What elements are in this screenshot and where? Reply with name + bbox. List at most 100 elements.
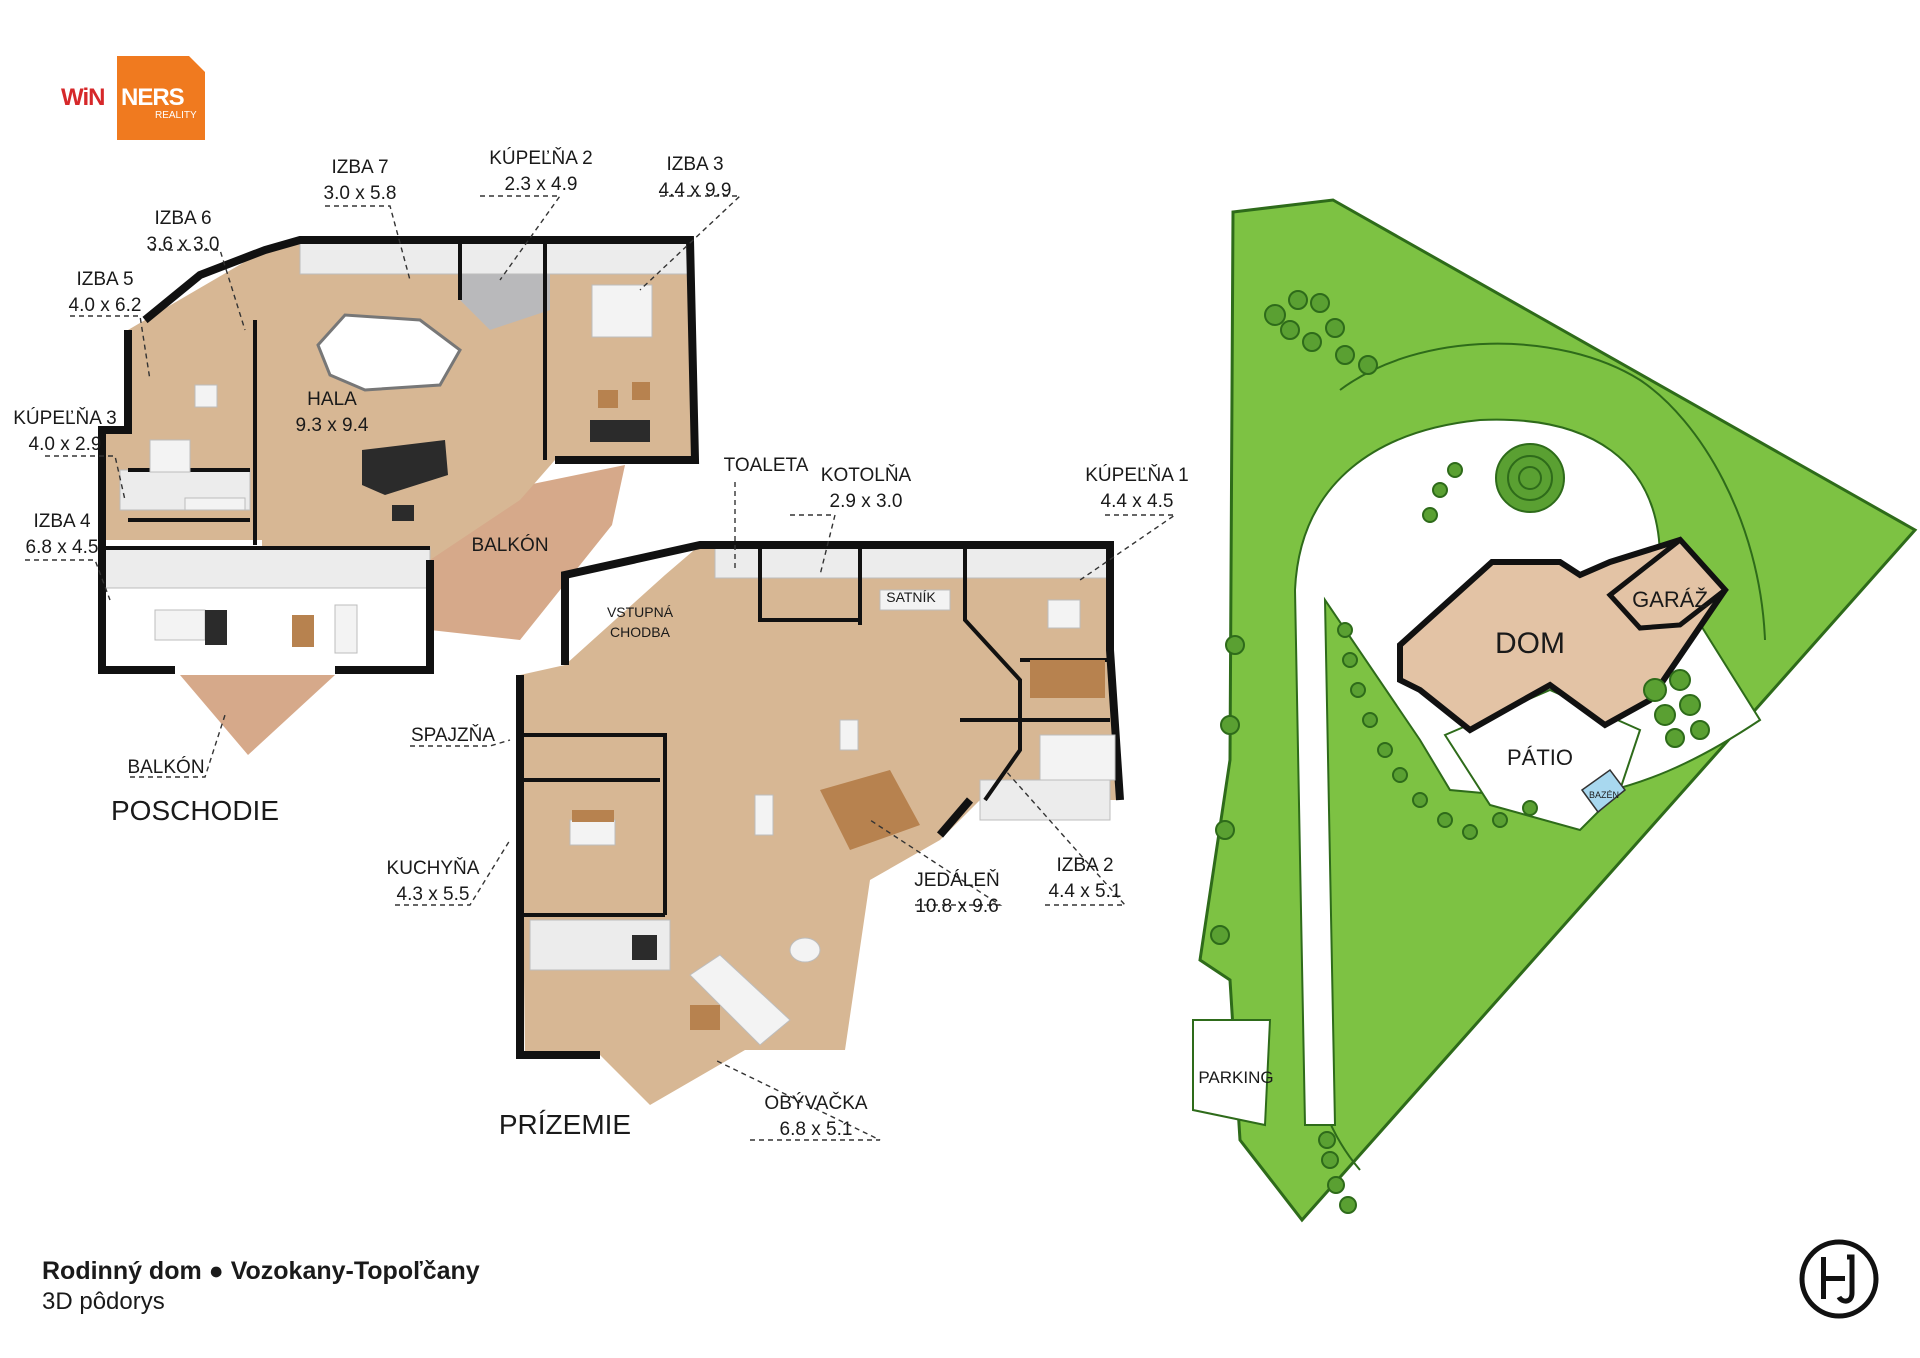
wall-satnik-kupelna1 — [963, 545, 1022, 802]
logo-corner-fold — [189, 56, 205, 72]
label-toaleta: TOALETA — [724, 455, 809, 476]
kitchen-island — [569, 819, 616, 846]
table-hala — [392, 505, 414, 521]
upper-balcony-small — [180, 675, 335, 755]
size-izba6: 3.6 x 3.0 — [147, 234, 220, 255]
ground-outer-wall-east-step — [936, 797, 974, 838]
leader-kupelna1 — [1079, 514, 1178, 581]
logo-text-white: NERS — [121, 84, 185, 111]
lawn-contour-north — [1339, 342, 1766, 641]
hj-signature-logo — [1799, 1239, 1879, 1319]
column-dining — [839, 719, 859, 751]
floor-name-prizemie: PRÍZEMIE — [499, 1109, 631, 1140]
hj-h-bar — [1821, 1276, 1845, 1281]
label-parking: PARKING — [1198, 1068, 1273, 1087]
size-izba2: 4.4 x 5.1 — [1049, 881, 1122, 902]
leader-izba2 — [1004, 769, 1127, 906]
roundabout-ring-2 — [1518, 466, 1542, 490]
izba2-wall-face — [979, 779, 1111, 821]
label-kupelna2: KÚPEĽŇA 2 — [489, 147, 593, 169]
size-kupelna3: 4.0 x 2.9 — [29, 434, 102, 455]
roundabout-garden — [1495, 443, 1565, 513]
ground-outer-wall-north-east — [561, 541, 1124, 801]
kitchen-table — [572, 810, 614, 822]
upper-outer-wall-north — [142, 236, 700, 464]
label-bazen: BAZÉN — [1589, 790, 1619, 800]
bed-izba4 — [154, 609, 206, 641]
upper-south-wall-face — [101, 547, 431, 589]
sofa-hala — [362, 440, 448, 495]
bed-izba2 — [1039, 734, 1116, 781]
stool-izba3-a — [598, 390, 618, 408]
roundabout-ring-1 — [1507, 455, 1553, 501]
stove-obyvacka — [632, 935, 657, 960]
winners-reality-logo: WiN NERS REALITY — [53, 56, 205, 140]
bathtub-kupelna1 — [1047, 599, 1081, 629]
pool — [1580, 768, 1627, 814]
hj-j — [1836, 1254, 1855, 1304]
size-kotolna: 2.9 x 3.0 — [830, 491, 903, 512]
upper-floor: IZBA 7 3.0 x 5.8 KÚPEĽŇA 2 2.3 x 4.9 IZB… — [13, 147, 742, 826]
size-izba7: 3.0 x 5.8 — [324, 183, 397, 204]
label-izba4: IZBA 4 — [33, 511, 90, 532]
stool-izba3-b — [632, 382, 650, 400]
size-izba3: 4.4 x 9.9 — [659, 180, 732, 201]
footer-subtitle: 3D pôdorys — [42, 1288, 165, 1315]
bed-izba3 — [591, 284, 653, 338]
leader-obyvacka — [714, 1059, 881, 1141]
leader-balkon-small — [130, 714, 226, 778]
table-izba4 — [292, 615, 314, 647]
coffee-table-obyvacka — [690, 1005, 720, 1030]
label-kotolna: KOTOLŇA — [821, 464, 912, 486]
ground-floor: TOALETA KOTOLŇA 2.9 x 3.0 KÚPEĽŇA 1 4.4 … — [387, 455, 1189, 1141]
size-hala: 9.3 x 9.4 — [296, 415, 369, 436]
parking-area — [1192, 1019, 1272, 1127]
label-garaz: GARÁŽ — [1632, 587, 1708, 612]
label-hala: HALA — [307, 389, 357, 410]
wall-kitchen-east — [520, 733, 667, 915]
size-obyvacka: 6.8 x 5.1 — [780, 1119, 853, 1140]
label-izba7: IZBA 7 — [331, 157, 388, 178]
sofa-izba4 — [334, 604, 358, 654]
leader-izba3 — [639, 195, 742, 291]
leader-spajzna — [410, 739, 511, 747]
site-plan: DOM GARÁŽ PÁTIO BAZÉN PARKING — [1192, 198, 1918, 1223]
column-hall — [754, 794, 774, 836]
stair-void — [316, 313, 462, 392]
size-izba5: 4.0 x 6.2 — [69, 295, 142, 316]
label-kuchyna: KUCHYŇA — [387, 857, 480, 879]
ground-north-wall-face — [714, 547, 1111, 579]
upper-north-wall-face — [299, 241, 691, 275]
label-izba5: IZBA 5 — [76, 269, 133, 290]
footer: Rodinný dom ● Vozokany-Topoľčany 3D pôdo… — [42, 1255, 480, 1317]
size-kupelna1: 4.4 x 4.5 — [1101, 491, 1174, 512]
label-chodba: CHODBA — [610, 624, 671, 640]
logo-text-red: WiN — [61, 84, 105, 111]
size-kupelna2: 2.3 x 4.9 — [505, 174, 578, 195]
floor-name-poschodie: POSCHODIE — [111, 795, 279, 826]
sofa-izba3 — [590, 420, 650, 442]
shelving-satnik — [879, 589, 951, 611]
upper-outer-wall-south — [335, 560, 434, 674]
leader-izba7 — [325, 205, 411, 281]
wall-toaleta — [758, 545, 860, 622]
leader-kuchyna — [395, 839, 511, 906]
chair-izba5 — [194, 384, 218, 408]
label-izba2: IZBA 2 — [1056, 855, 1113, 876]
label-spajzna: SPAJZŇA — [411, 724, 495, 746]
leader-izba4 — [25, 559, 111, 601]
size-kuchyna: 4.3 x 5.5 — [397, 884, 470, 905]
size-jedalen: 10.8 x 9.6 — [915, 896, 998, 917]
bathtub-kupelna3 — [184, 497, 246, 511]
logo-subtext: REALITY — [155, 110, 197, 121]
label-dom: DOM — [1495, 627, 1565, 660]
label-balkon-main: BALKÓN — [471, 534, 548, 556]
label-patio: PÁTIO — [1507, 745, 1573, 770]
dining-table — [820, 770, 920, 850]
footer-title: Rodinný dom ● Vozokany-Topoľčany — [42, 1257, 480, 1285]
label-kupelna3: KÚPEĽŇA 3 — [13, 407, 117, 429]
label-obyvacka: OBÝVAČKA — [764, 1092, 867, 1114]
upper-outer-wall-west — [98, 330, 175, 674]
leader-kupelna3 — [45, 455, 126, 501]
